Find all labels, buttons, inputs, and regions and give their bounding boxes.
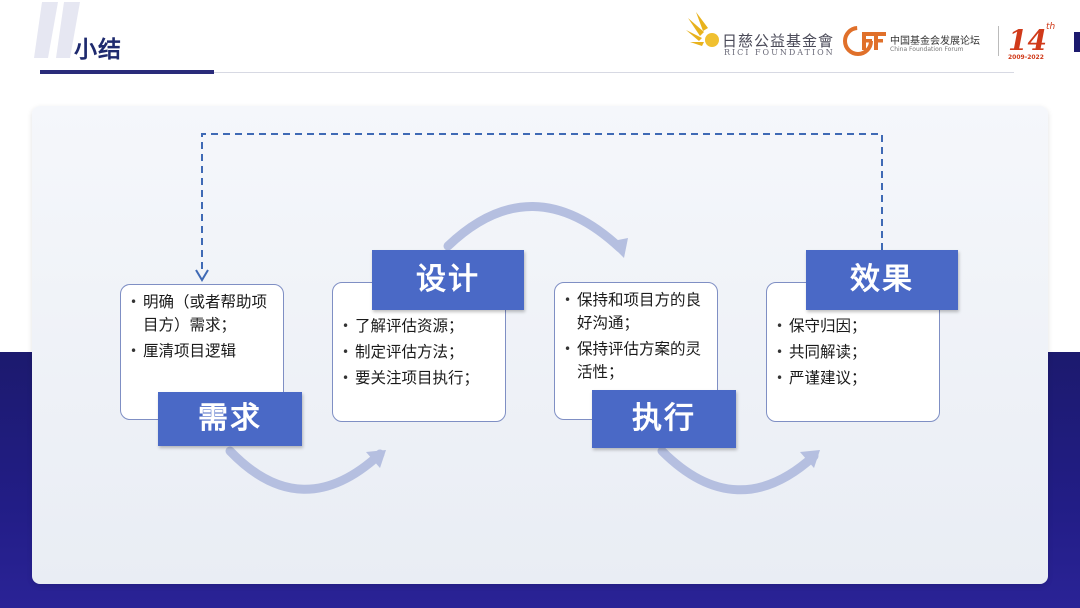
diagram-panel: 明确（或者帮助项目方）需求； 厘清项目逻辑 需求 了解评估资源； 制定评估方法；…	[32, 106, 1048, 584]
cff-logo-text: 中国基金会发展论坛	[890, 36, 980, 47]
stage-need-item: 明确（或者帮助项目方）需求；	[127, 291, 275, 337]
stage-need-label: 需求	[158, 392, 302, 446]
stage-execute-item: 保持评估方案的灵活性；	[561, 338, 709, 384]
cff-logo-icon	[843, 26, 886, 56]
stage-execute-item: 保持和项目方的良好沟通；	[561, 289, 709, 335]
arrow-execute-to-effect	[657, 446, 819, 495]
cff-logo-subtext: China Foundation Forum	[890, 46, 964, 53]
flow-connectors	[195, 133, 883, 495]
decorative-stripes	[34, 2, 80, 58]
stage-design-item: 制定评估方法；	[339, 341, 497, 364]
anniversary-suffix: th	[1046, 22, 1056, 32]
anniversary-years: 2009-2022	[1008, 54, 1044, 61]
stage-effect-item: 共同解读；	[773, 341, 931, 364]
title-underline	[40, 70, 214, 74]
arrow-design-to-execute-head	[608, 238, 628, 258]
rici-logo-text: 日慈公益基金會	[722, 32, 835, 50]
stage-design-item: 了解评估资源；	[339, 315, 497, 338]
logo-separator	[998, 26, 999, 56]
stage-design-item: 要关注项目执行；	[339, 367, 497, 390]
stage-effect-item: 严谨建议；	[773, 367, 931, 390]
feedback-loop-arrowhead	[195, 269, 209, 282]
stage-need-item: 厘清项目逻辑	[127, 340, 275, 363]
arrow-execute-to-effect-head	[800, 450, 820, 468]
feedback-loop-line	[201, 133, 883, 274]
arrow-need-to-design-head	[366, 450, 386, 468]
anniversary-number: 14	[1008, 24, 1047, 57]
arrow-need-to-design	[225, 446, 385, 494]
rici-logo-subtext: RICI FOUNDATION	[724, 48, 835, 57]
page-title: 小结	[74, 37, 122, 63]
arrow-design-to-execute	[443, 202, 625, 253]
stage-effect-label: 效果	[806, 250, 958, 310]
side-tab	[1074, 32, 1080, 52]
stage-effect-item: 保守归因；	[773, 315, 931, 338]
stage-execute-label: 执行	[592, 390, 736, 448]
header-divider	[214, 72, 1014, 73]
rici-sun-logo-icon	[686, 12, 719, 47]
stage-design-label: 设计	[372, 250, 524, 310]
